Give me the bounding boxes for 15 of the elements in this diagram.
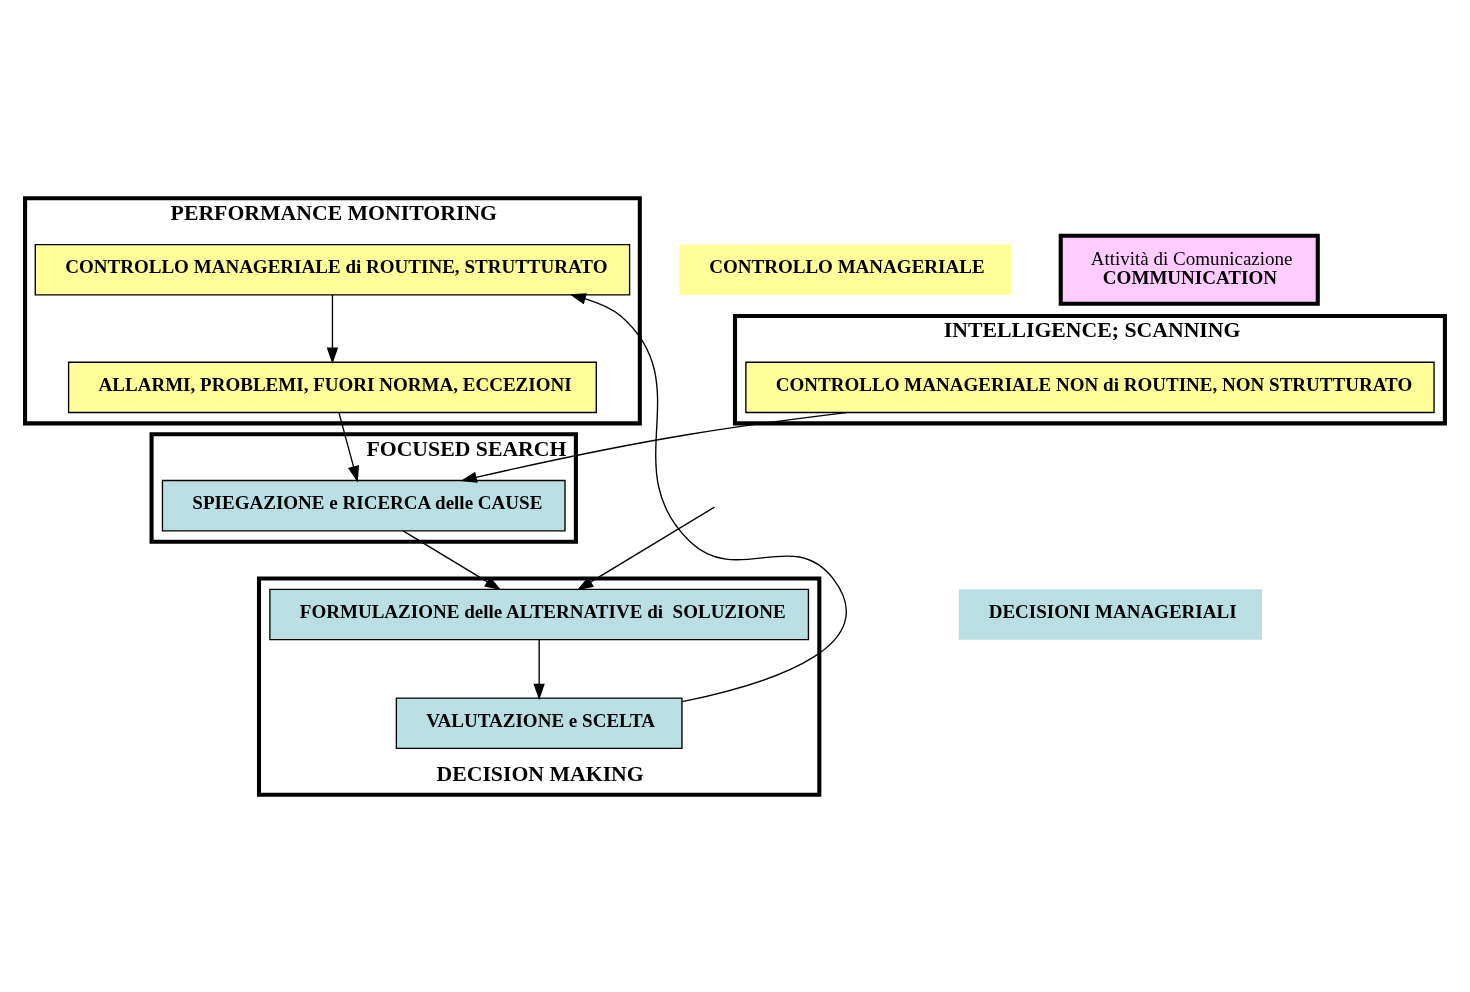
node-box: CONTROLLO MANAGERIALE NON di ROUTINE, NON STRUTTURATO: [745, 361, 1435, 413]
arrow: [326, 293, 339, 364]
arrow: [577, 505, 716, 590]
node-box: VALUTAZIONE e SCELTA: [395, 696, 683, 749]
arrow: [569, 292, 847, 702]
node-box: CONTROLLO MANAGERIALE di ROUTINE, STRUTTURATO: [34, 243, 631, 296]
node-box: Attività di Comunicazione COMMUNICATION: [1058, 233, 1320, 306]
node-box: SPIEGAZIONE e RICERCA delle CAUSE: [161, 479, 566, 531]
node-box: FORMULAZIONE delle ALTERNATIVE di SOLUZIONE: [269, 588, 810, 640]
node-box: ALLARMI, PROBLEMI, FUORI NORMA, ECCEZIONI: [67, 361, 597, 413]
arrow: [402, 529, 502, 590]
node-box: CONTROLLO MANAGERIALE: [679, 244, 1012, 295]
arrow: [460, 411, 848, 483]
arrow: [533, 638, 545, 700]
node-box: DECISIONI MANAGERIALI: [958, 588, 1262, 640]
